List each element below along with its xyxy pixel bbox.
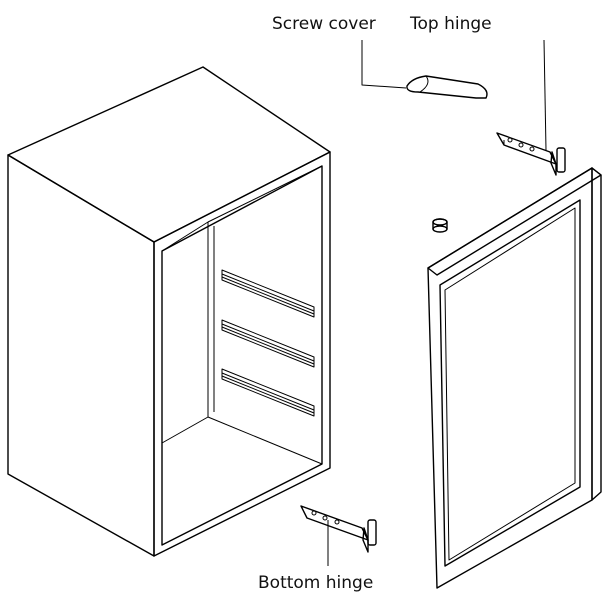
shelf-rail [221,269,315,318]
bottom-hinge [300,505,377,553]
shelf-rails [221,269,315,417]
top-hinge [496,132,566,176]
top-hinge-leader [543,39,547,151]
door-pin [432,218,448,233]
label-bottom-hinge: Bottom hinge [258,573,373,593]
door [427,167,602,589]
shelf-rail [221,319,315,368]
screw-cover [406,75,488,99]
cabinet-body [7,66,331,557]
label-screw-cover: Screw cover [272,14,376,34]
screw-cover-leader [361,40,407,89]
label-top-hinge: Top hinge [409,14,492,34]
shelf-rail [221,368,315,417]
